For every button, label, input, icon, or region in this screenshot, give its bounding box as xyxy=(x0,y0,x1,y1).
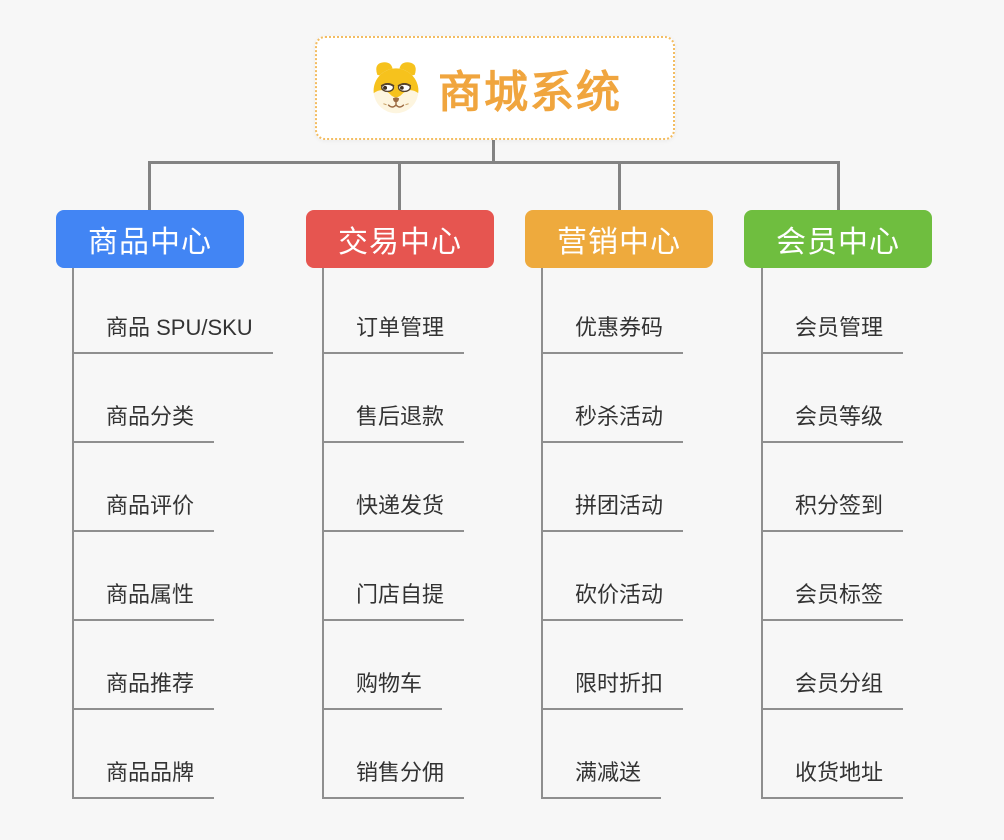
child-item: 快递发货 xyxy=(322,443,465,532)
child-item: 满减送 xyxy=(541,710,683,799)
branch-stem-line xyxy=(618,161,621,210)
dog-face-icon xyxy=(373,62,419,114)
child-spine-line xyxy=(761,268,763,799)
child-item: 商品 SPU/SKU xyxy=(72,265,273,354)
child-item: 拼团活动 xyxy=(541,443,684,532)
child-topic[interactable]: 秒杀活动 xyxy=(541,399,684,443)
branch-label: 营销中心 xyxy=(557,226,681,259)
branch-label: 会员中心 xyxy=(776,226,900,259)
branch-node-marketing-center[interactable]: 营销中心 xyxy=(525,210,713,268)
child-item: 商品分类 xyxy=(72,354,273,443)
child-topic[interactable]: 商品品牌 xyxy=(72,755,215,799)
child-spine-line xyxy=(541,268,543,799)
child-item: 会员标签 xyxy=(761,532,904,621)
child-topic[interactable]: 会员标签 xyxy=(761,577,904,621)
child-topic[interactable]: 商品评价 xyxy=(72,488,215,532)
child-column-product: 商品 SPU/SKU 商品分类 商品评价 商品属性 商品推荐 商品品牌 xyxy=(72,265,273,799)
branch-bus-line xyxy=(148,161,840,164)
child-spine-line xyxy=(72,268,74,799)
branch-stem-line xyxy=(837,161,840,210)
child-item: 砍价活动 xyxy=(541,532,684,621)
root-topic-title: 商城系统 xyxy=(438,68,622,117)
branch-stem-line xyxy=(148,161,151,210)
child-item: 限时折扣 xyxy=(541,621,684,710)
child-topic[interactable]: 门店自提 xyxy=(322,577,465,621)
child-topic[interactable]: 售后退款 xyxy=(322,399,465,443)
child-topic[interactable]: 快递发货 xyxy=(322,488,465,532)
child-column-member: 会员管理 会员等级 积分签到 会员标签 会员分组 收货地址 xyxy=(761,265,904,799)
child-topic[interactable]: 会员等级 xyxy=(761,399,904,443)
branch-label: 交易中心 xyxy=(338,226,462,259)
child-item: 售后退款 xyxy=(322,354,465,443)
child-topic[interactable]: 优惠券码 xyxy=(541,310,684,354)
child-column-trade: 订单管理 售后退款 快递发货 门店自提 购物车 销售分佣 xyxy=(322,265,465,799)
child-topic[interactable]: 销售分佣 xyxy=(322,755,465,799)
child-item: 会员分组 xyxy=(761,621,904,710)
child-topic[interactable]: 商品属性 xyxy=(72,577,215,621)
child-item: 购物车 xyxy=(322,621,464,710)
child-spine-line xyxy=(322,268,324,799)
branch-label: 商品中心 xyxy=(88,226,212,259)
branch-stem-line xyxy=(398,161,401,210)
child-topic[interactable]: 限时折扣 xyxy=(541,666,684,710)
child-topic[interactable]: 会员管理 xyxy=(761,310,904,354)
child-item: 商品推荐 xyxy=(72,621,273,710)
branch-node-product-center[interactable]: 商品中心 xyxy=(56,210,244,268)
child-topic[interactable]: 收货地址 xyxy=(761,755,904,799)
child-topic[interactable]: 订单管理 xyxy=(322,310,465,354)
root-connector-line xyxy=(492,140,495,163)
child-topic[interactable]: 商品推荐 xyxy=(72,666,215,710)
child-topic[interactable]: 砍价活动 xyxy=(541,577,684,621)
child-topic[interactable]: 拼团活动 xyxy=(541,488,684,532)
child-item: 门店自提 xyxy=(322,532,465,621)
child-item: 会员等级 xyxy=(761,354,904,443)
child-topic[interactable]: 会员分组 xyxy=(761,666,904,710)
child-topic[interactable]: 积分签到 xyxy=(761,488,904,532)
child-item: 订单管理 xyxy=(322,265,465,354)
root-topic-node[interactable]: 商城系统 xyxy=(315,36,675,140)
child-topic[interactable]: 购物车 xyxy=(322,666,443,710)
child-item: 会员管理 xyxy=(761,265,904,354)
child-topic[interactable]: 商品分类 xyxy=(72,399,215,443)
child-item: 积分签到 xyxy=(761,443,904,532)
branch-node-trade-center[interactable]: 交易中心 xyxy=(306,210,494,268)
child-topic[interactable]: 商品 SPU/SKU xyxy=(72,310,273,354)
child-item: 销售分佣 xyxy=(322,710,465,799)
child-item: 秒杀活动 xyxy=(541,354,684,443)
child-item: 商品品牌 xyxy=(72,710,273,799)
child-item: 收货地址 xyxy=(761,710,904,799)
child-column-marketing: 优惠券码 秒杀活动 拼团活动 砍价活动 限时折扣 满减送 xyxy=(541,265,684,799)
child-item: 商品评价 xyxy=(72,443,273,532)
branch-node-member-center[interactable]: 会员中心 xyxy=(744,210,932,268)
child-item: 商品属性 xyxy=(72,532,273,621)
child-item: 优惠券码 xyxy=(541,265,684,354)
child-topic[interactable]: 满减送 xyxy=(541,755,662,799)
